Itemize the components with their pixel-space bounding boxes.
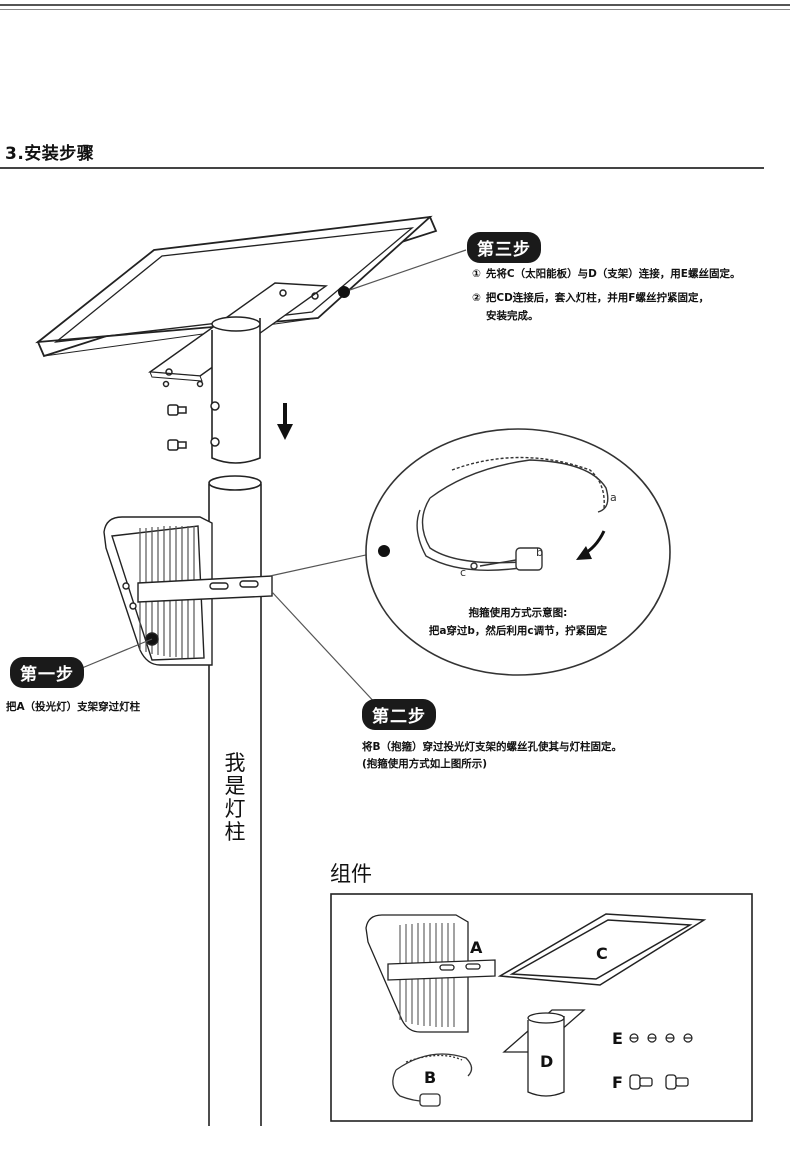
step2-line1: 将B（抱箍）穿过投光灯支架的螺丝孔使其与灯柱固定。 xyxy=(362,741,623,753)
components-title: 组件 xyxy=(330,862,372,886)
screw-icon xyxy=(647,1033,657,1043)
screw-icon xyxy=(665,1033,675,1043)
step1-text: 把A（投光灯）支架穿过灯柱 xyxy=(6,701,141,713)
e-screws xyxy=(629,1033,693,1043)
step3-num2: ② xyxy=(472,292,481,304)
screw-icon xyxy=(683,1033,693,1043)
leader-lines xyxy=(81,249,467,707)
section-title: 3.安装步骤 xyxy=(5,144,95,164)
step3-badge: 第三步 xyxy=(467,232,541,263)
step3-line2: ② 把CD连接后，套入灯柱，并用F螺丝拧紧固定， xyxy=(472,290,709,305)
clamp-letter-c: c xyxy=(460,566,467,579)
component-label-e: E xyxy=(612,1029,623,1048)
screw-icon xyxy=(629,1033,639,1043)
step3-line3: 安装完成。 xyxy=(486,310,539,322)
step3-line1: ① 先将C（太阳能板）与D（支架）连接，用E螺丝固定。 xyxy=(472,266,740,281)
down-arrow-icon xyxy=(277,403,293,440)
clamp-detail-circle xyxy=(365,428,671,676)
component-label-b: B xyxy=(424,1068,437,1087)
step1-badge: 第一步 xyxy=(10,657,84,688)
screw-icon xyxy=(629,1074,653,1090)
clamp-letter-a: a xyxy=(610,491,617,504)
top-rule-thin xyxy=(0,9,790,10)
step2-line2: (抱箍使用方式如上图所示) xyxy=(362,758,488,770)
components-box xyxy=(330,893,753,1122)
step3-text1: 先将C（太阳能板）与D（支架）连接，用E螺丝固定。 xyxy=(485,268,741,280)
step3-text2: 把CD连接后，套入灯柱，并用F螺丝拧紧固定， xyxy=(485,292,709,304)
screw-icon xyxy=(167,404,187,416)
step3-num1: ① xyxy=(472,268,481,280)
section-divider xyxy=(0,167,764,169)
top-rule xyxy=(0,4,790,6)
component-label-a: A xyxy=(470,938,483,957)
clamp-letter-b: b xyxy=(536,546,543,559)
floodlight-mounted xyxy=(103,516,273,666)
clamp-caption-title: 抱箍使用方式示意图: xyxy=(468,607,568,619)
pole-label: 我是灯柱 xyxy=(224,751,246,844)
clamp-caption-text: 把a穿过b，然后利用c调节，拧紧固定 xyxy=(428,625,608,637)
f-screws xyxy=(629,1074,689,1090)
marker-dot xyxy=(338,286,350,298)
screw-icon xyxy=(167,439,187,451)
component-label-c: C xyxy=(596,944,608,963)
solar-panel-assembly xyxy=(35,215,438,464)
step2-badge: 第二步 xyxy=(362,699,436,730)
component-label-f: F xyxy=(612,1073,623,1092)
component-label-d: D xyxy=(540,1052,554,1071)
screw-icon xyxy=(665,1074,689,1090)
